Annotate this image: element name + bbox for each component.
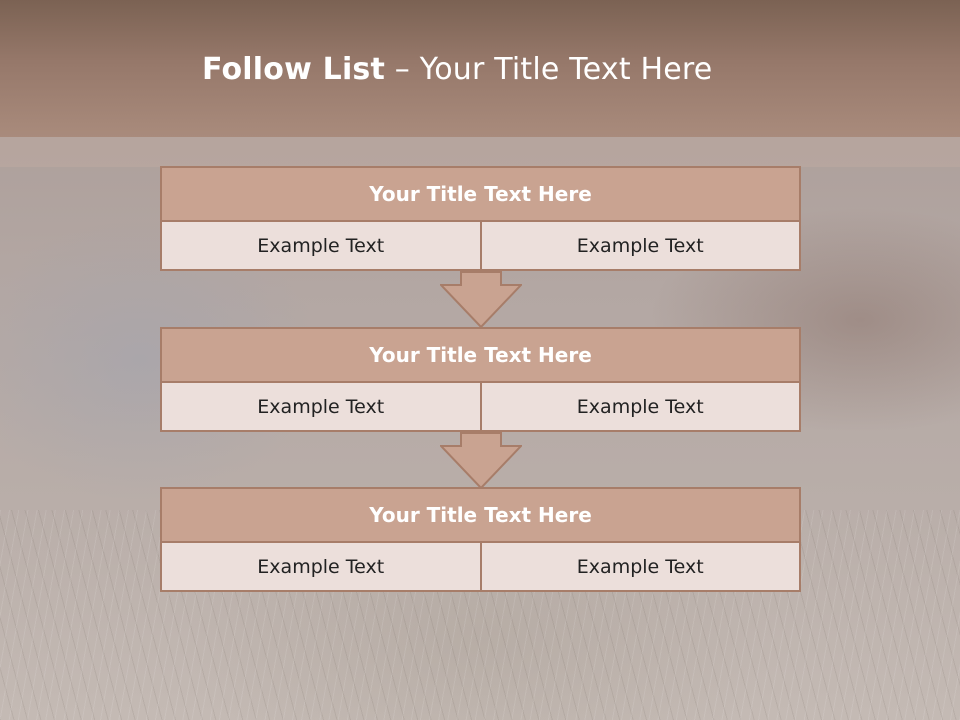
- list-block-1: Your Title Text Here Example Text Exampl…: [160, 166, 801, 271]
- title-bar: [0, 0, 960, 137]
- down-arrow-icon: [440, 432, 522, 489]
- slide-title-rest: – Your Title Text Here: [385, 52, 713, 87]
- background-photo-band: [0, 137, 960, 167]
- block-cell-left[interactable]: Example Text: [257, 395, 385, 418]
- block-cell-left[interactable]: Example Text: [257, 234, 385, 257]
- block-cell-right[interactable]: Example Text: [479, 543, 800, 590]
- down-arrow-icon: [440, 271, 522, 328]
- block-cell-right[interactable]: Example Text: [479, 222, 800, 269]
- block-title[interactable]: Your Title Text Here: [160, 166, 801, 222]
- block-row: Example Text Example Text: [160, 383, 801, 432]
- block-cell-left[interactable]: Example Text: [257, 555, 385, 578]
- block-cell-right[interactable]: Example Text: [479, 383, 800, 430]
- slide-title[interactable]: Follow List – Your Title Text Here: [202, 52, 712, 87]
- block-title[interactable]: Your Title Text Here: [160, 487, 801, 543]
- list-block-3: Your Title Text Here Example Text Exampl…: [160, 487, 801, 592]
- block-row: Example Text Example Text: [160, 222, 801, 271]
- list-block-2: Your Title Text Here Example Text Exampl…: [160, 327, 801, 432]
- block-title[interactable]: Your Title Text Here: [160, 327, 801, 383]
- slide-title-bold: Follow List: [202, 52, 386, 87]
- block-row: Example Text Example Text: [160, 543, 801, 592]
